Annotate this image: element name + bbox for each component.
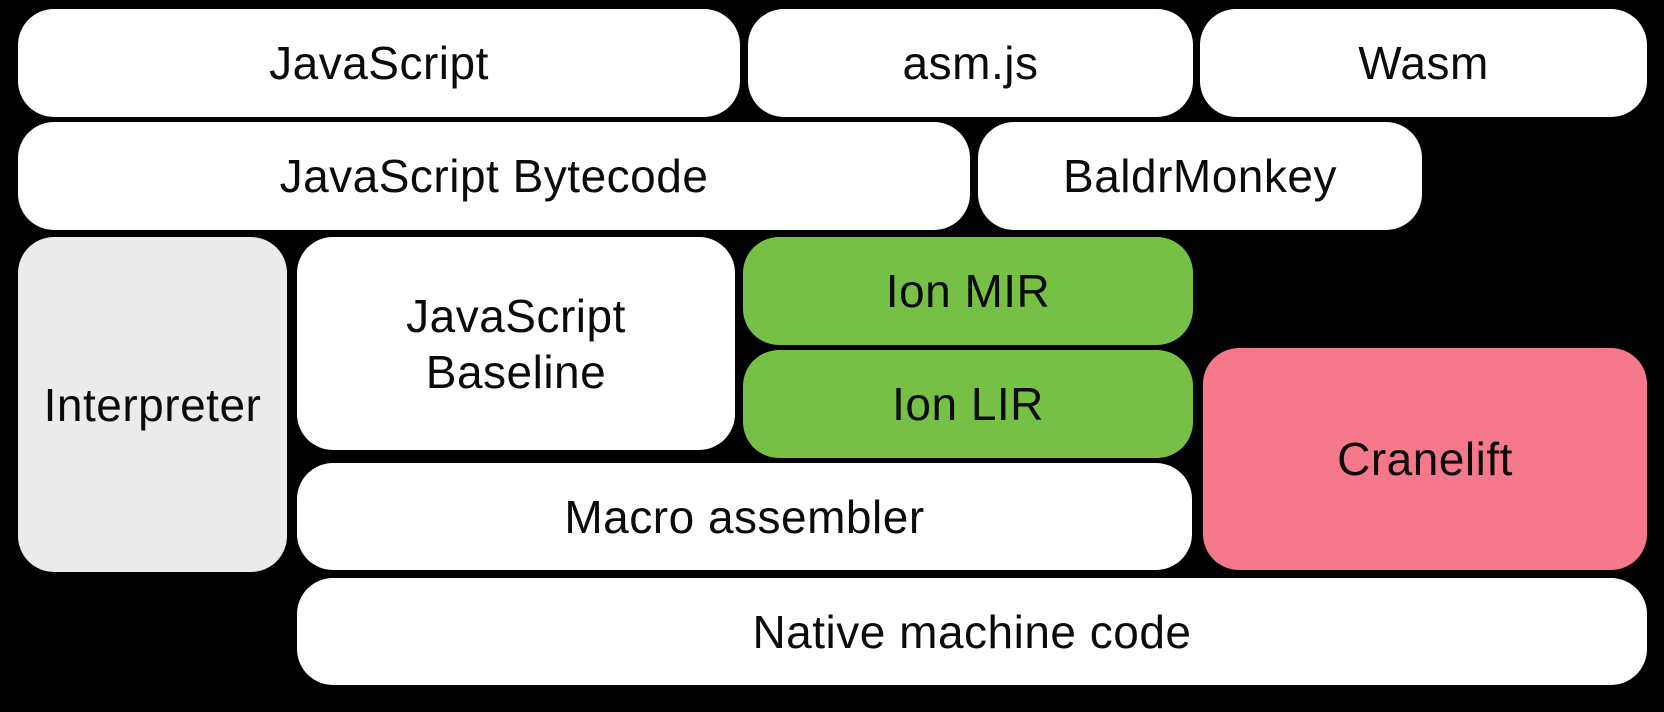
box-native-machine-code-label: Native machine code xyxy=(752,605,1192,658)
box-javascript-baseline: JavaScript Baseline xyxy=(297,237,735,450)
box-javascript-bytecode: JavaScript Bytecode xyxy=(18,122,970,230)
box-interpreter: Interpreter xyxy=(18,237,287,572)
box-javascript-bytecode-label: JavaScript Bytecode xyxy=(279,150,709,202)
box-macro-assembler-label: Macro assembler xyxy=(564,490,925,543)
box-ion-lir-label: Ion LIR xyxy=(892,378,1044,430)
box-baldrmonkey-label: BaldrMonkey xyxy=(1063,150,1337,202)
box-ion-mir: Ion MIR xyxy=(743,237,1193,345)
box-baldrmonkey: BaldrMonkey xyxy=(978,122,1422,230)
box-cranelift: Cranelift xyxy=(1203,348,1647,570)
box-asmjs: asm.js xyxy=(748,9,1193,117)
box-native-machine-code: Native machine code xyxy=(297,578,1647,685)
box-javascript: JavaScript xyxy=(18,9,740,117)
box-cranelift-label: Cranelift xyxy=(1337,433,1513,485)
baseline-label-line1: JavaScript xyxy=(406,289,626,342)
box-wasm: Wasm xyxy=(1200,9,1647,117)
box-javascript-baseline-label: JavaScript Baseline xyxy=(406,288,626,400)
box-wasm-label: Wasm xyxy=(1358,37,1489,89)
box-javascript-label: JavaScript xyxy=(269,37,489,89)
baseline-label-line2: Baseline xyxy=(425,345,607,398)
box-ion-mir-label: Ion MIR xyxy=(885,265,1051,317)
box-ion-lir: Ion LIR xyxy=(743,350,1193,458)
box-asmjs-label: asm.js xyxy=(902,37,1039,89)
box-macro-assembler: Macro assembler xyxy=(297,463,1192,570)
box-interpreter-label: Interpreter xyxy=(43,378,262,431)
